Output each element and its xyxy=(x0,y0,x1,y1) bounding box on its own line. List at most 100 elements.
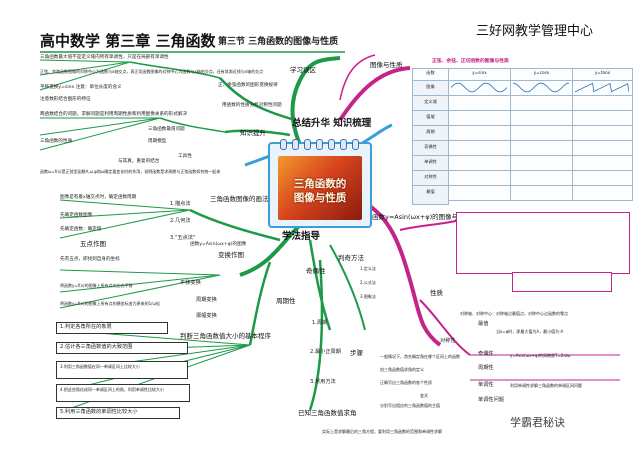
steps-item: 正确写出三角函数的各个性质 xyxy=(380,380,432,385)
function-graph-icon xyxy=(574,82,630,93)
judge-step-box xyxy=(56,322,168,334)
branch-nature: 性质 xyxy=(430,289,443,297)
knowledge-item: 与其真，重复的结合 xyxy=(118,159,160,164)
nature-item: 奇偶性 xyxy=(478,351,494,357)
func-graph-box xyxy=(456,212,630,274)
nature-desc: 当x=φ时，即最大值为A，最小值为-A xyxy=(496,329,564,334)
table-cell xyxy=(510,80,573,96)
table-cell xyxy=(448,140,511,156)
center-title-line2: 图像与性质 xyxy=(293,192,347,204)
knowledge-item: 三角函数最值问题 xyxy=(148,127,185,132)
table-cell xyxy=(572,155,633,171)
transform-item: 平移变换 xyxy=(180,280,201,286)
summary-branch xyxy=(290,56,341,146)
periodic-item: 2.最小正周期 xyxy=(310,349,341,355)
table-cell xyxy=(448,155,511,171)
table-row-header: 最值 xyxy=(412,185,449,205)
knowledge-item: 周期模型 xyxy=(148,139,167,144)
judge-step-box xyxy=(56,342,188,354)
draw-item: 先确定函数图像 xyxy=(60,213,93,218)
study-misc-item: 注意数形结合图形的特征 xyxy=(40,97,91,102)
table-cell xyxy=(448,80,511,96)
watermark-text: 学霸君秘诀 xyxy=(510,416,565,429)
study-misc-item: 正、余弦函数的图形变换规律 xyxy=(218,83,278,88)
table-cell xyxy=(572,125,633,141)
judge-step-box xyxy=(56,361,188,379)
table-cell xyxy=(572,80,633,96)
branch-three-methods: 三角函数图像的画法 xyxy=(210,195,269,203)
center-illustration xyxy=(278,156,362,220)
function-graph-icon xyxy=(450,82,508,93)
function-graph-icon xyxy=(512,82,570,93)
judge-step: 4.把这些角化成同一单调区间上的角，利用单调性比较大小 xyxy=(60,387,164,392)
table-cell xyxy=(572,185,633,201)
branch-five-point: 五点作图 xyxy=(80,240,106,248)
periodic-item: 3.常用方法 xyxy=(310,379,336,385)
judge-step: 2.估计各三角函数值的大致范围 xyxy=(60,344,133,350)
branch-parity-judge: 判奇方法 xyxy=(338,254,364,262)
method-hub: 学法指导 xyxy=(282,231,321,242)
study-misc-item: 平移变换y=sinx 注意：单位长度的含义 xyxy=(40,85,122,90)
center-title-line1: 三角函数的 xyxy=(293,178,347,190)
branch-periodic: 周期性 xyxy=(276,297,296,305)
transform-item: 将函数y=f(x)的图像上所有点的横坐标变为原来的1/ω倍 xyxy=(60,301,160,306)
nature-item: 对称性 xyxy=(440,338,456,344)
table-cell xyxy=(572,140,633,156)
judge-step: 5.利用三角函数的单调性比较大小 xyxy=(60,409,138,415)
draw-item: 先有五点，即找到自身的坐标 xyxy=(60,257,120,262)
knowledge-item: 三角函数的性质 xyxy=(40,139,73,144)
table-cell xyxy=(448,170,511,186)
branch-step-judge: 判断三角函数值大小的基本程序 xyxy=(180,332,271,340)
draw-item: 图像是有着x轴交点时，确定函数周期 xyxy=(60,195,137,200)
branch-known-value: 已知三角函数值求角 xyxy=(298,409,357,417)
branch-steps: 步骤 xyxy=(350,349,363,357)
table-cell xyxy=(448,125,511,141)
page-title: 高中数学 第三章 三角函数 xyxy=(40,32,216,50)
judge-step-box xyxy=(56,384,190,402)
table-cell xyxy=(510,170,573,186)
branch-parity: 奇偶性 xyxy=(306,267,326,275)
knowledge-item: 函数ω=f(x)是正弦型函数A,ω,φ和ω确定量变化时的作用，说明函数是求周期与… xyxy=(40,169,221,174)
draw-item: 3."五点法" xyxy=(170,235,196,241)
summary-hub: 总结升华 知识梳理 xyxy=(292,118,372,129)
brand-name: 三好网教学管理中心 xyxy=(476,24,594,39)
table-cell xyxy=(448,95,511,111)
nature-item: 周期性 xyxy=(478,365,494,371)
study-misc-item: 用函数的性质分析对称性问题 xyxy=(222,103,282,108)
periodic-item: 1.周期 xyxy=(312,320,328,326)
table-cell xyxy=(510,125,573,141)
branch-func-graph: 函数y=Asin(ωx+φ)的图像与性质 xyxy=(372,213,472,221)
section-title: 第三节 三角函数的图像与性质 xyxy=(218,37,339,47)
draw-item: 1.描点法 xyxy=(170,201,191,207)
periodic-item: 2.公式法 xyxy=(360,280,376,285)
known-value-note: 实际上是求解最后的三角方程，要利用三角函数的范围和单调性求解 xyxy=(322,429,442,434)
study-misc-item: 三角函数最大值不是定义域内所有单调性，只是在局部有单调性 xyxy=(40,55,169,60)
table-cell xyxy=(510,185,573,201)
table-cell xyxy=(448,110,511,126)
transform-item: 函数y=Asin(ωx+φ)的图像 xyxy=(190,242,247,247)
func-graph-note-box xyxy=(512,272,612,292)
nature-item: 最值 xyxy=(478,321,489,327)
judge-step: 1.判定各角所在的象限 xyxy=(60,324,112,330)
table-cell xyxy=(572,95,633,111)
steps-item: 分别写出相应的三角函数值的主值 xyxy=(380,403,440,408)
table-branch xyxy=(338,66,411,122)
table-cell xyxy=(448,185,511,201)
periodic-item: 1.定义法 xyxy=(360,266,376,271)
knowledge-item: 工具性 xyxy=(178,154,192,159)
judge-step-box xyxy=(56,407,180,419)
knowledge-item: 两函数结合的问题，求解问题是利用周期性质和利用图像关系的形式解决 xyxy=(40,112,188,117)
nature-desc: 对称轴、对称中心：对称轴过最值点，对称中心过函数的零点 xyxy=(460,311,568,316)
table-cell xyxy=(510,110,573,126)
draw-item: 2.几何法 xyxy=(170,218,191,224)
table-cell xyxy=(510,155,573,171)
study-misc-item: 正弦、余弦函数图像的对称中心为函数与x轴交点，再正切函数图像的对称中心为函数与x… xyxy=(40,69,264,74)
nature-desc: y=Asin(ωx+φ)的周期是T=2π/ω xyxy=(510,353,571,358)
transform-item: 将函数y=f(x)的图像上所有点向左右平移 xyxy=(60,283,133,288)
periodic-item: 3.图象法 xyxy=(360,294,376,299)
branch-knowledge: 知识提升 xyxy=(240,129,266,137)
transform-item: 周期变换 xyxy=(196,297,217,303)
nature-desc: 利用单调性求解三角函数的单调区间问题 xyxy=(510,383,582,388)
